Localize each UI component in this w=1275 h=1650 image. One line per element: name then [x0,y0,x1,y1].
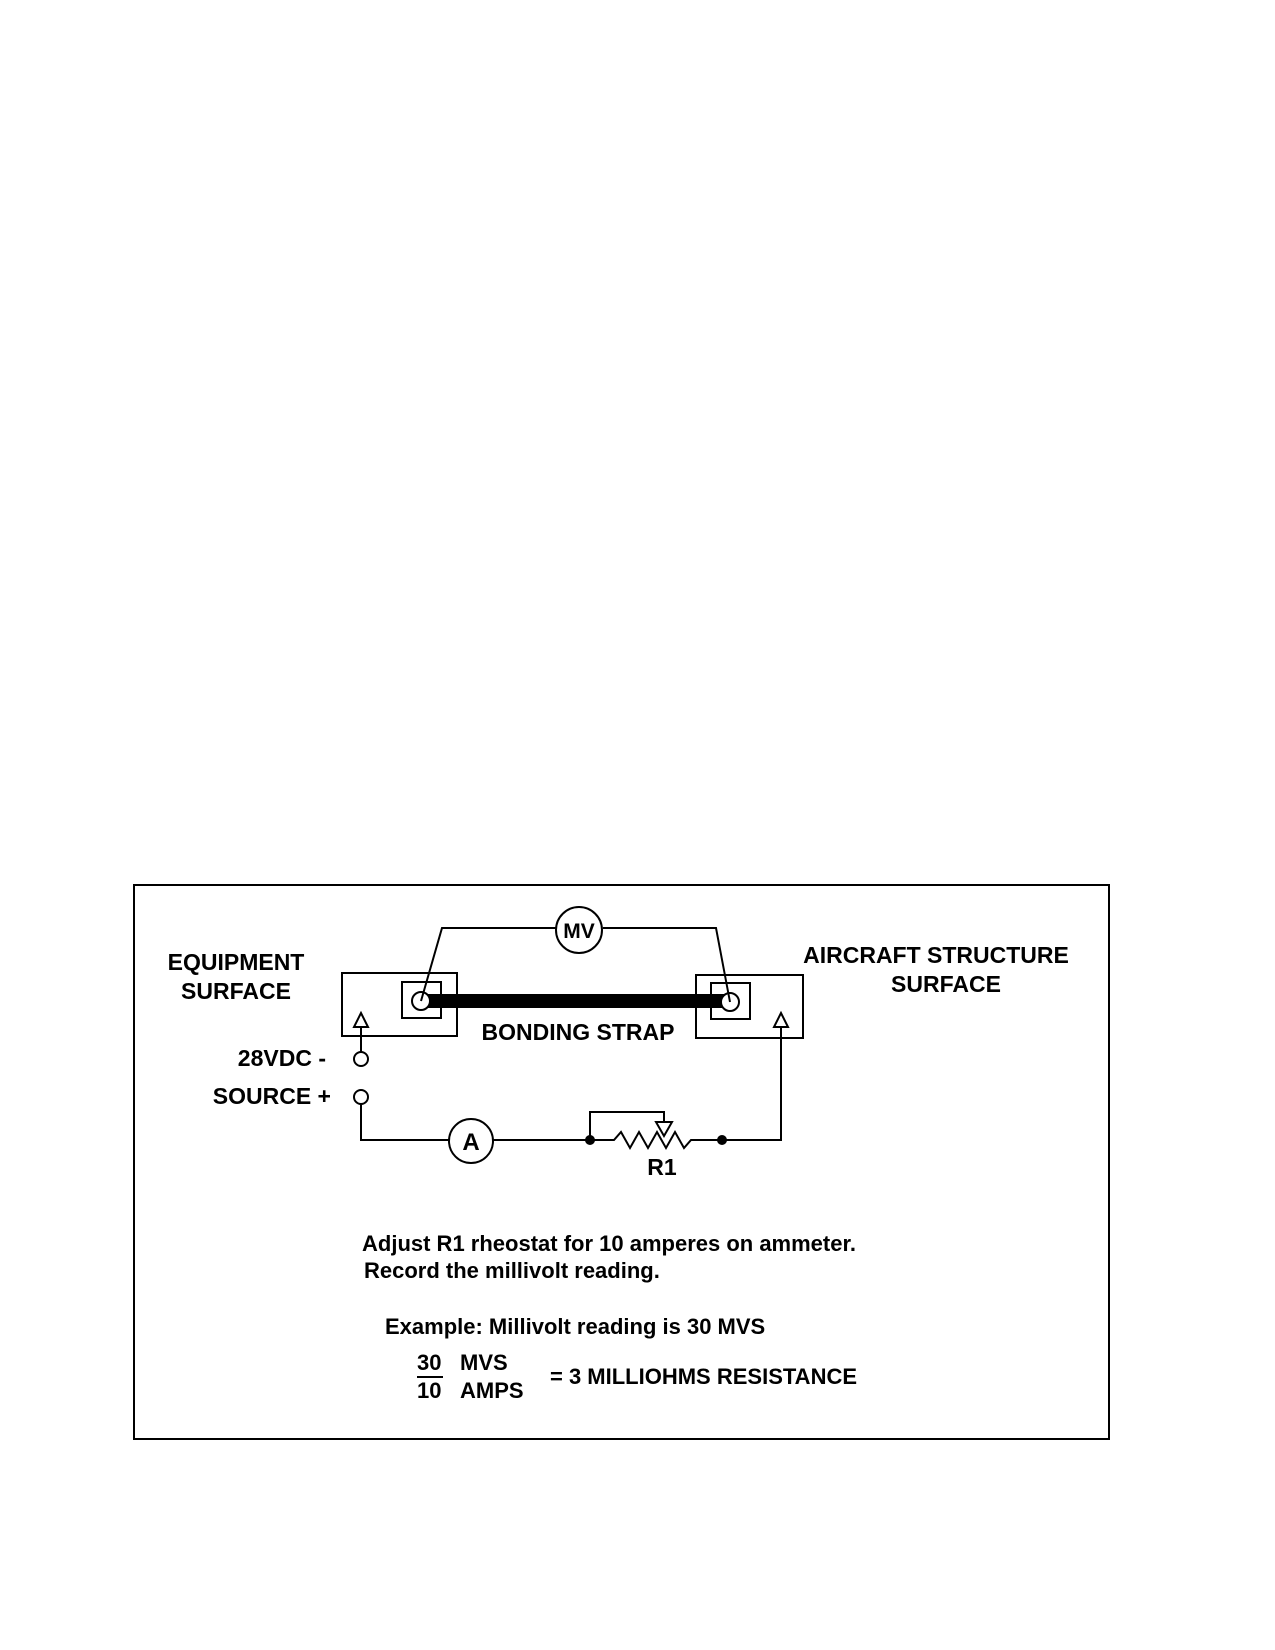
example-line: Example: Millivolt reading is 30 MVS [385,1314,765,1339]
rheostat-wiper-wire [589,1111,665,1140]
bonding-strap [421,994,730,1008]
mv-lead-right [603,927,731,1003]
positive-terminal [353,1089,369,1105]
current-loop-wire [360,1104,450,1141]
source-label-line1: 28VDC - [238,1045,326,1071]
instruction-line-2: Record the millivolt reading. [364,1258,660,1283]
fraction-denominator-value: 10 [417,1378,441,1403]
rheostat-label: R1 [647,1154,677,1180]
aircraft-structure-label-line2: SURFACE [891,971,1001,997]
bonding-strap-label: BONDING STRAP [482,1019,675,1045]
fraction-numerator-unit: MVS [460,1350,508,1375]
mv-lead-left [420,927,556,1002]
resistance-result: = 3 MILLIOHMS RESISTANCE [550,1364,857,1389]
meter-label-a: A [462,1129,479,1156]
negative-terminal [353,1051,369,1067]
equipment-surface-label-line1: EQUIPMENT [168,949,305,975]
aircraft-structure-label-line1: AIRCRAFT STRUCTURE [803,942,1069,968]
fraction-denominator-unit: AMPS [460,1378,524,1403]
ammeter-symbol [448,1118,494,1164]
figure-frame [133,884,1110,1440]
return-wire [722,1027,782,1141]
millivoltmeter-symbol [555,906,603,954]
source-label-line2: SOURCE + [213,1083,331,1109]
instruction-line-1: Adjust R1 rheostat for 10 amperes on amm… [362,1231,856,1256]
meter-label-mv: MV [563,920,595,943]
rheostat-resistor-zigzag [590,1129,722,1151]
equipment-surface-label-line2: SURFACE [181,978,291,1004]
fraction-numerator-value: 30 [417,1350,441,1375]
rheostat-wiper-arrow [654,1121,674,1139]
